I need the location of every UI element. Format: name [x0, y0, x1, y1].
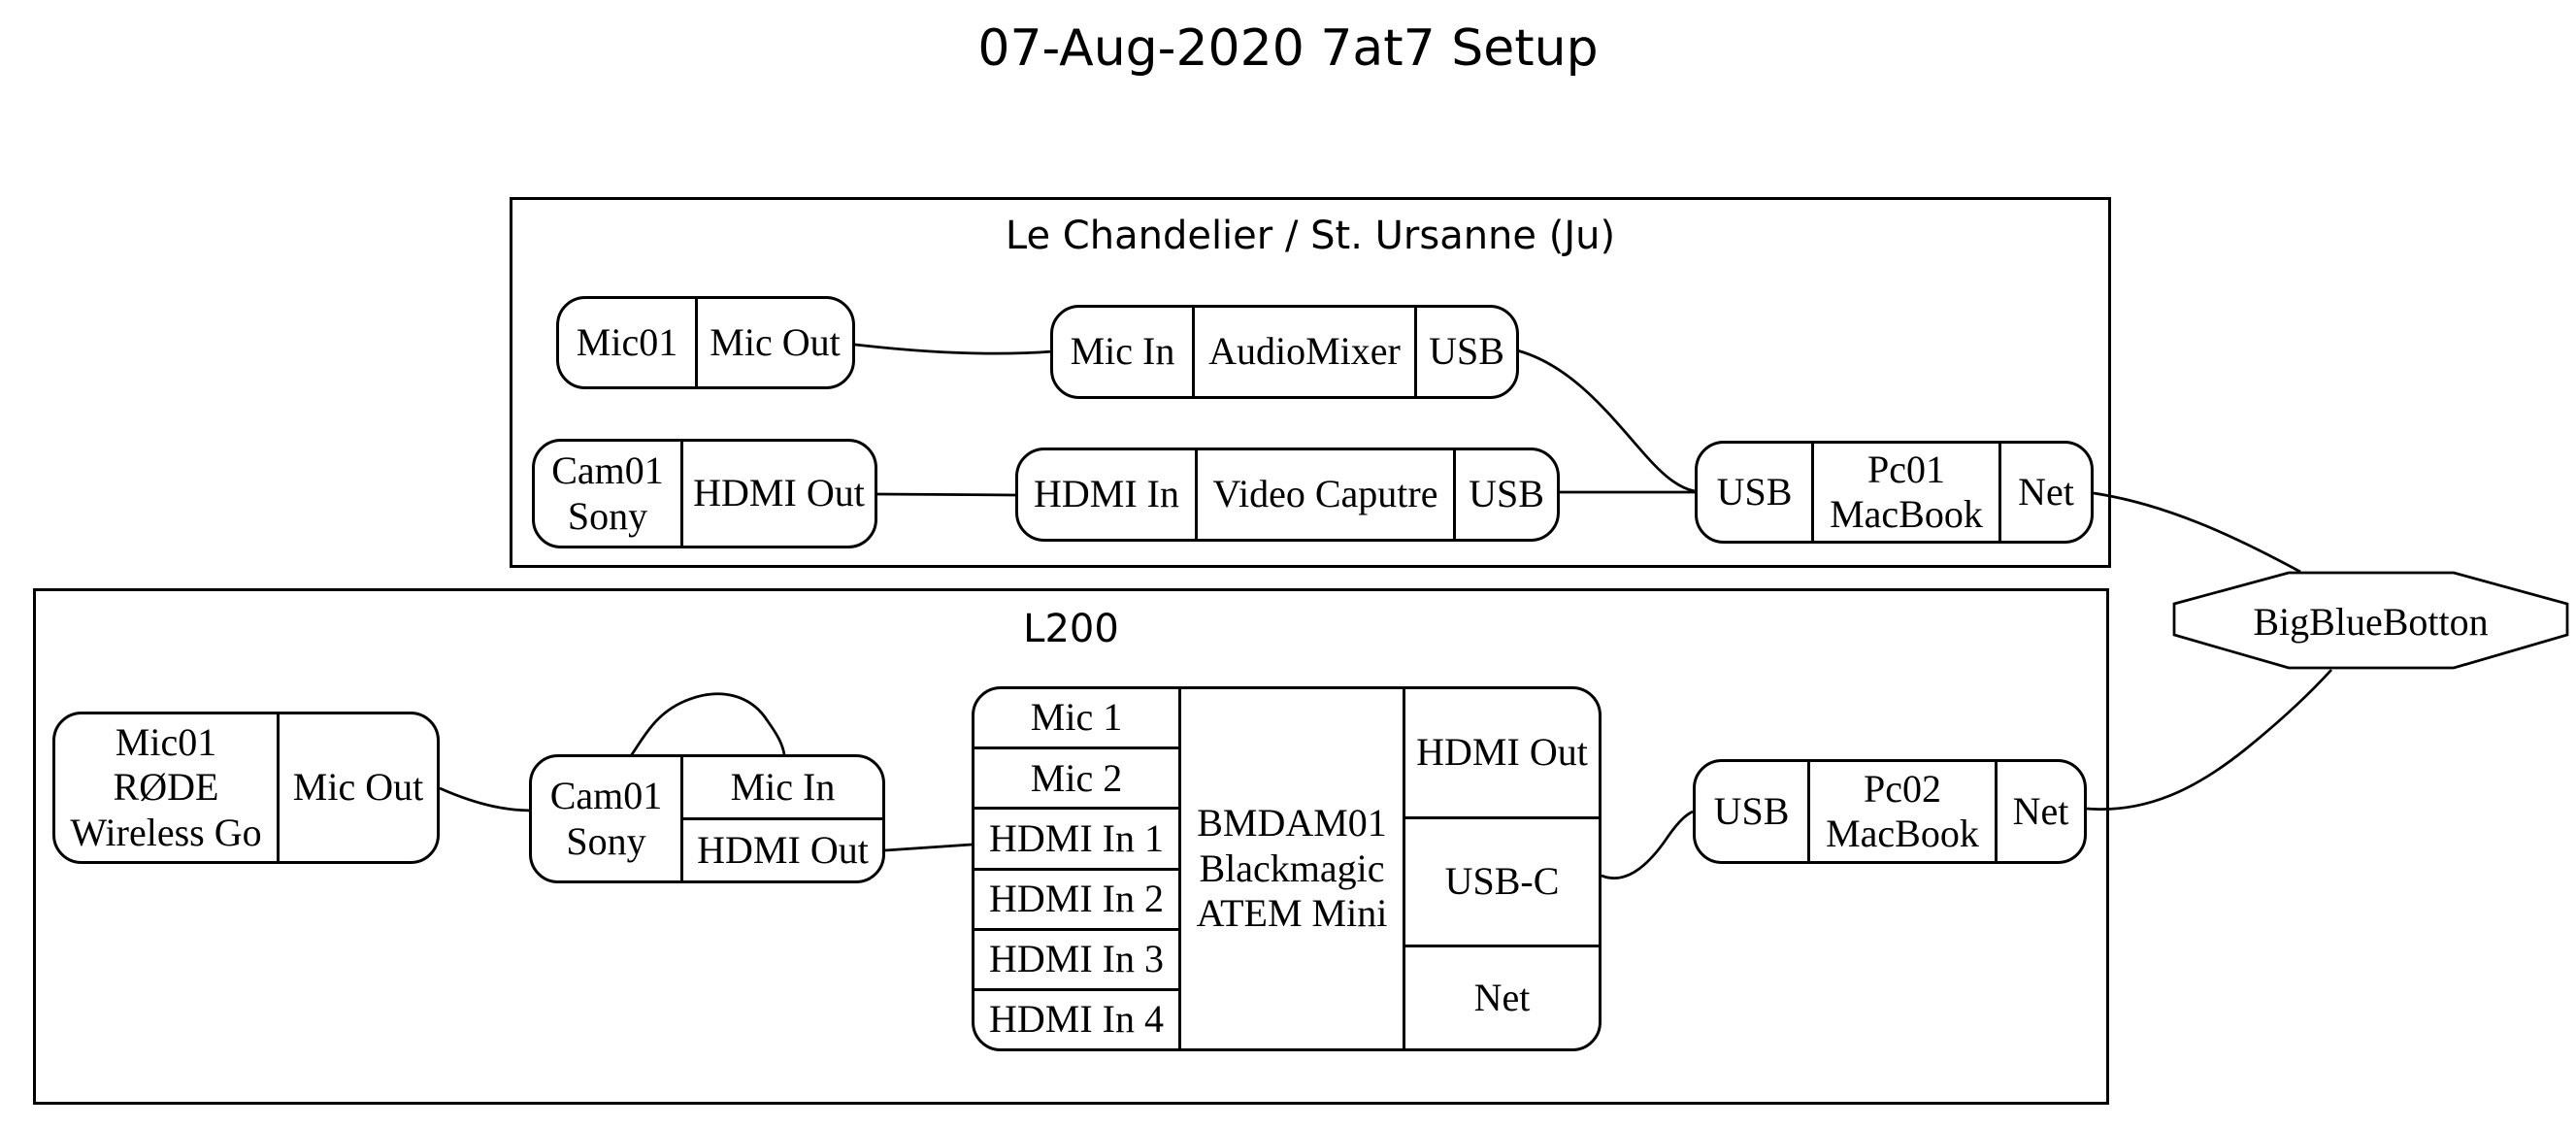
atem-name: BMDAM01 Blackmagic ATEM Mini	[1178, 689, 1403, 1048]
videocapture-port-hdmi-in: HDMI In	[1034, 472, 1179, 516]
edge-pc01-net-to-bigbluebutton	[2093, 491, 2301, 574]
group-le-chandelier	[510, 197, 2111, 568]
videocapture-name: Video Caputre	[1195, 450, 1453, 539]
pc02-port-net: Net	[1995, 762, 2084, 861]
audiomixer-port-usb: USB	[1414, 308, 1516, 396]
node-audiomixer: Mic In AudioMixer USB	[1050, 305, 1519, 399]
atem-port-hdmi-in-1: HDMI In 1	[974, 807, 1178, 867]
atem-port-hdmi-out: HDMI Out	[1416, 730, 1588, 775]
cam01-l200-port-hdmi-out: HDMI Out	[683, 817, 882, 880]
audiomixer-port-mic-in: Mic In	[1070, 329, 1175, 374]
node-pc01: USB Pc01 MacBook Net	[1695, 441, 2094, 544]
mic01-port-mic-out: Mic Out	[695, 299, 852, 386]
cam01-name: Cam01 Sony	[551, 448, 664, 538]
node-videocapture: HDMI In Video Caputre USB	[1015, 448, 1560, 542]
group-l200	[33, 588, 2109, 1105]
cam01-l200-name: Cam01 Sony	[549, 774, 663, 863]
pc01-port-usb: USB	[1716, 469, 1793, 514]
pc01-port-net: Net	[1998, 444, 2091, 541]
pc01-name: Pc01 MacBook	[1811, 444, 1998, 541]
atem-port-hdmi-in-3: HDMI In 3	[974, 927, 1178, 988]
cam01-l200-port-mic-in: Mic In	[730, 764, 836, 809]
pc02-port-usb: USB	[1713, 788, 1790, 833]
mic01-name: Mic01	[576, 319, 678, 364]
node-cam01-chandelier: Cam01 Sony HDMI Out	[532, 439, 877, 548]
edge-pc02-net-to-bigbluebutton	[2086, 669, 2333, 811]
atem-port-hdmi-in-4: HDMI In 4	[974, 987, 1178, 1048]
rode-name: Mic01 RØDE Wireless Go	[70, 719, 262, 854]
group-l200-label: L200	[1023, 607, 1119, 651]
node-pc02: USB Pc02 MacBook Net	[1693, 759, 2087, 864]
atem-port-usb-c: USB-C	[1405, 815, 1599, 946]
rode-port-mic-out: Mic Out	[277, 714, 437, 861]
node-mic01-chandelier: Mic01 Mic Out	[556, 296, 855, 389]
node-atem-mini: Mic 1 Mic 2 HDMI In 1 HDMI In 2 HDMI In …	[972, 686, 1602, 1051]
videocapture-port-usb: USB	[1453, 450, 1557, 539]
audiomixer-name: AudioMixer	[1192, 308, 1414, 396]
atem-port-net: Net	[1405, 945, 1599, 1048]
atem-port-mic-2: Mic 2	[974, 746, 1178, 807]
node-mic01-rode: Mic01 RØDE Wireless Go Mic Out	[52, 712, 440, 864]
group-le-chandelier-label: Le Chandelier / St. Ursanne (Ju)	[1005, 214, 1616, 258]
atem-port-hdmi-in-2: HDMI In 2	[974, 867, 1178, 928]
atem-port-mic-1: Mic 1	[1030, 695, 1123, 740]
pc02-name: Pc02 MacBook	[1807, 762, 1995, 861]
bigbluebutton-label: BigBlueBotton	[2253, 599, 2489, 644]
diagram-title: 07-Aug-2020 7at7 Setup	[977, 19, 1599, 78]
node-cam01-l200: Cam01 Sony Mic In HDMI Out	[529, 754, 885, 883]
cam01-port-hdmi-out: HDMI Out	[680, 442, 875, 546]
